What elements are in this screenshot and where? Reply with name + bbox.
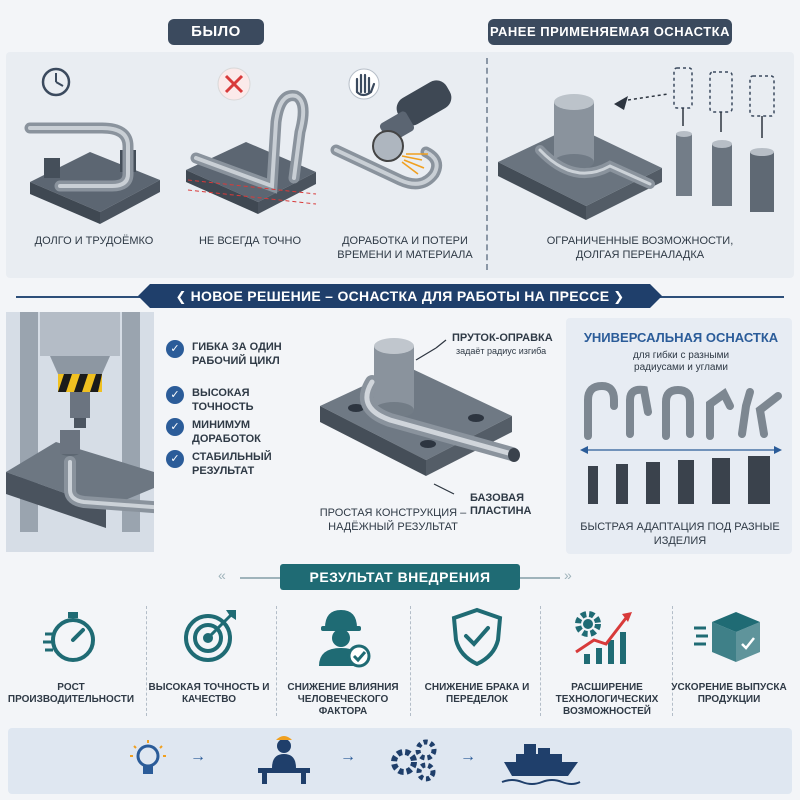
new-solution-banner: ❮ Новое решение – оснастка для работы на… xyxy=(138,284,662,308)
gear-growth-icon xyxy=(575,611,632,664)
inaccurate-bend-illustration xyxy=(186,67,317,214)
worker-desk-icon xyxy=(258,736,310,784)
universal-subtitle: для гибки с разными радиусами и углами xyxy=(632,350,730,373)
results-title: Результат внедрения xyxy=(280,564,520,590)
worker-icon xyxy=(319,610,371,668)
target-icon xyxy=(184,610,236,662)
bend-profiles-illustration xyxy=(580,381,782,504)
chevrons-right-icon: » xyxy=(564,567,572,583)
result-label: Ускорение выпуска продукции xyxy=(671,682,787,705)
check-icon: ✓ xyxy=(166,450,184,468)
result-label: Снижение брака и переделок xyxy=(424,682,530,705)
universal-caption: Быстрая адаптация под разные изделия xyxy=(580,521,780,547)
result-label: Рост производительности xyxy=(7,682,135,705)
new-tooling-illustration xyxy=(320,338,520,495)
result-separator xyxy=(672,606,673,716)
was-header: БЫЛО xyxy=(168,19,264,45)
ship-icon xyxy=(501,744,581,785)
top-divider xyxy=(486,58,488,270)
arrow-right-icon: → xyxy=(460,748,476,765)
universal-title: Универсальная оснастка xyxy=(583,330,779,345)
result-card: Ускорение выпуска продукции xyxy=(664,600,794,718)
shield-check-icon xyxy=(451,607,503,666)
stopwatch-icon xyxy=(43,612,95,662)
result-separator xyxy=(276,606,277,716)
design-label: Простая конструкция – надёжный результат xyxy=(319,507,467,533)
box-icon xyxy=(694,612,760,662)
result-label: Снижение влияния человеческого фактора xyxy=(287,682,399,717)
chevron-right-icon: ❯ xyxy=(609,289,625,304)
arrow-right-icon: → xyxy=(340,748,356,765)
result-card: Снижение брака и переделок xyxy=(412,600,542,718)
benefit-item: ✓ Минимум доработок xyxy=(166,418,316,446)
press-illustration-panel xyxy=(6,312,154,552)
result-label: Высокая точность и качество xyxy=(148,682,270,705)
bulb-icon xyxy=(130,740,166,774)
was-caption-3: Доработка и потери времени и материала xyxy=(337,235,473,261)
chevron-left-icon: ❮ xyxy=(175,289,191,304)
cross-icon xyxy=(217,67,251,101)
press-illustration xyxy=(6,312,154,552)
universal-tooling-panel xyxy=(566,318,792,554)
result-separator xyxy=(410,606,411,716)
benefit-item: ✓ Гибка за один рабочий цикл xyxy=(166,340,306,368)
glove-icon xyxy=(348,68,380,100)
was-caption-1: Долго и трудоёмко xyxy=(34,235,154,247)
mandrel-subtitle: задаёт радиус изгиба xyxy=(456,346,547,356)
result-card: Высокая точность и качество xyxy=(144,600,274,718)
check-icon: ✓ xyxy=(166,386,184,404)
base-plate-label: Базовая пластина xyxy=(470,492,532,517)
result-separator xyxy=(540,606,541,716)
clock-icon xyxy=(41,67,71,97)
check-icon: ✓ xyxy=(166,340,184,358)
prev-tooling-illustration xyxy=(498,67,775,220)
result-card: Расширение технологических возможностей xyxy=(542,600,672,718)
prev-tooling-header: Ранее применяемая оснастка xyxy=(488,19,732,45)
was-panel xyxy=(6,52,794,278)
benefit-item: ✓ Стабильный результат xyxy=(166,450,316,478)
result-card: Снижение влияния человеческого фактора xyxy=(278,600,408,718)
grinding-illustration xyxy=(330,68,452,190)
mandrel-title: Пруток-оправка xyxy=(452,332,553,344)
results-line-left xyxy=(240,577,280,579)
result-card: Рост производительности xyxy=(6,600,136,718)
gears-icon xyxy=(391,739,437,782)
chevrons-left-icon: « xyxy=(218,567,226,583)
check-icon: ✓ xyxy=(166,418,184,436)
prev-tooling-caption: Ограниченные возможности, долгая перенал… xyxy=(546,235,734,261)
arrow-right-icon: → xyxy=(190,748,206,765)
slow-jig-illustration xyxy=(24,67,160,224)
benefit-item: ✓ Высокая точность xyxy=(166,386,306,414)
results-line-right xyxy=(520,577,560,579)
result-separator xyxy=(146,606,147,716)
result-label: Расширение технологических возможностей xyxy=(555,682,659,717)
was-caption-2: Не всегда точно xyxy=(198,235,302,247)
